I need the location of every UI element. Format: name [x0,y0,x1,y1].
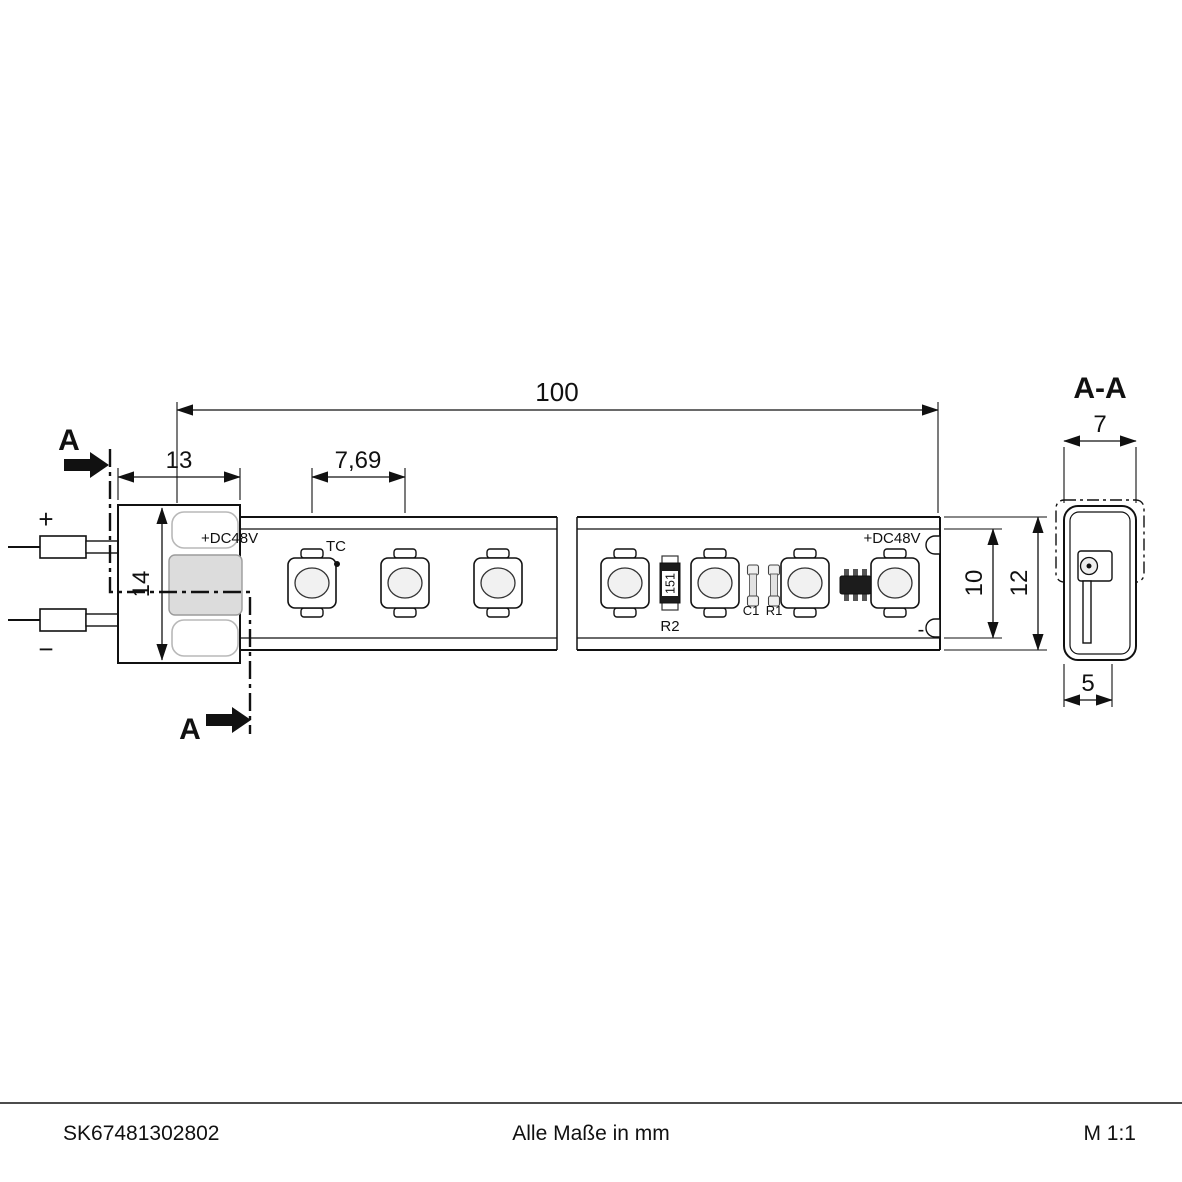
section-profile-inner [1069,511,1131,655]
dim-13-value: 13 [166,447,193,474]
r1-body [770,573,778,598]
ic-pin [862,593,867,601]
dim-100-value: 100 [535,377,578,407]
ic-pin [853,569,858,577]
scale-note: M 1:1 [1083,1122,1136,1145]
dim-7-value: 7 [1093,411,1106,438]
ic-pin [844,569,849,577]
ic-pin [853,593,858,601]
title-block: SK67481302802 Alle Maße in mm M 1:1 [0,1102,1182,1145]
dimensions: 100 13 7,69 14 10 12 [117,377,1047,661]
capacitor-c1: C1 [743,564,760,618]
section-cut-line [108,449,252,734]
ic-body [839,575,872,595]
dim-12-value: 12 [1006,570,1033,597]
ic-component [839,569,872,601]
input-wires: + − [8,504,119,664]
ic-pin [844,593,849,601]
connector-latch-bottom [171,619,239,657]
dim-5-value: 5 [1081,670,1094,697]
section-profile-outer [1063,505,1137,661]
dim-7-ext-lines [1063,447,1137,503]
c1-body [749,573,757,598]
r1-label: R1 [766,603,783,618]
dim-12-ext-lines [944,516,1047,651]
connector-clamp-block [168,554,243,616]
led [870,548,920,618]
section-view-title: A-A [1073,372,1126,405]
strip-pcb-edges [177,528,940,639]
minus-wire-label: − [38,634,53,664]
section-arrow-top [64,452,109,478]
resistor-r1: R1 [766,564,783,618]
led [600,548,650,618]
resistor-r2: 151 R2 [659,555,681,635]
c1-label: C1 [743,603,760,618]
dim-7-69-value: 7,69 [335,447,382,474]
minus-wire-pin [85,613,119,627]
section-led-center [1086,563,1092,569]
contact-notch-bottom [925,618,941,638]
led [287,548,337,618]
plus-wire-ferrule [39,535,87,559]
section-phantom-connector [1055,499,1145,583]
led [780,548,830,618]
section-arrow-bottom [206,707,251,733]
connector-latch-top [171,511,239,549]
tc-label: TC [326,538,346,555]
minus-right-label: - [918,619,925,641]
resistor-code: 151 [664,573,678,594]
strip-break-lines [556,517,578,650]
end-connector: +DC48V [117,504,258,664]
resistor-band [662,571,678,596]
tc-test-point [334,561,340,567]
section-cut: A A [58,424,252,746]
led [473,548,523,618]
r2-label: R2 [660,618,679,635]
strip-outer-edges [177,516,940,651]
section-label-bottom: A [179,713,201,746]
section-pcb-edge [1082,580,1092,644]
dim-7-69-ext-lines [311,468,406,513]
dim-100-ext-lines [176,402,939,513]
dim-14-value: 14 [128,571,155,598]
c1-pad-bottom [746,595,760,607]
contact-notch-top [925,535,941,555]
led-strip-body: TC 151 R2 C1 R1 [176,516,941,651]
section-view: A-A 7 5 [1055,372,1145,707]
plus-wire-label: + [38,504,53,534]
minus-wire-ferrule [39,608,87,632]
dc48v-left-label: +DC48V [201,530,258,547]
r1-pad-bottom [767,595,781,607]
part-number: SK67481302802 [63,1122,220,1145]
units-note: Alle Maße in mm [512,1122,670,1145]
led [380,548,430,618]
ic-pin [862,569,867,577]
dim-10-value: 10 [961,570,988,597]
plus-wire-pin [85,540,119,554]
dc48v-right-label: +DC48V [863,530,920,547]
section-label-top: A [58,424,80,457]
led [690,548,740,618]
